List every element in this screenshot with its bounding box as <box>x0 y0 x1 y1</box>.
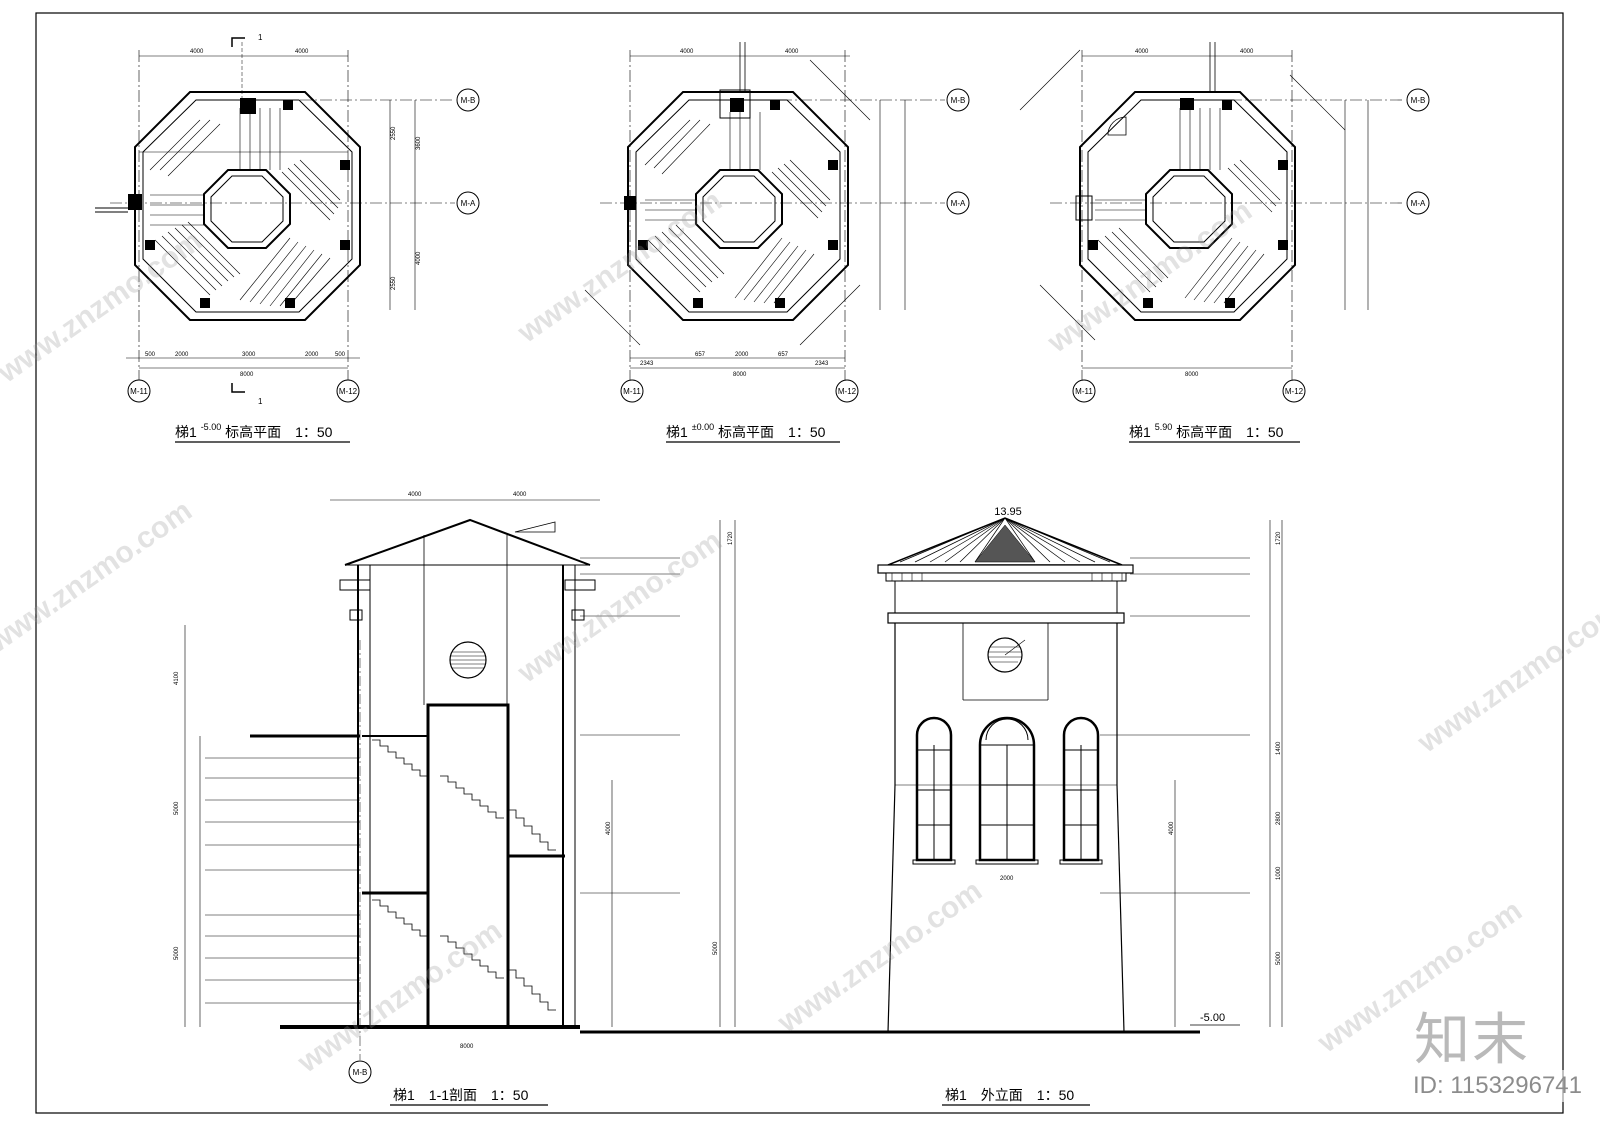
dim-plan1-3600: 3600 <box>416 136 422 150</box>
axis-m12-1: M-12 <box>339 387 358 396</box>
dim-plan1-500b: 500 <box>335 352 346 358</box>
exterior-elevation <box>877 517 1283 1033</box>
svg-text:梯1 外立面 1：50: 梯1 外立面 1：50 <box>945 1087 1074 1103</box>
axis-mb-3: M-B <box>1411 96 1426 105</box>
plan-5-90 <box>1019 42 1430 403</box>
axis-ma-2: M-A <box>951 199 966 208</box>
dim-elev-5000: 5000 <box>1276 951 1282 965</box>
dim-plan2-2343a: 2343 <box>640 361 654 367</box>
dim-plan1-top-left: 4000 <box>190 49 204 55</box>
axis-m12-3: M-12 <box>1285 387 1304 396</box>
dim-elev-1400: 1400 <box>1276 741 1282 755</box>
svg-text:梯1 5.90 标高平面 1：50: 梯1 5.90 标高平面 1：50 <box>1129 422 1284 440</box>
dim-plan1-500a: 500 <box>145 352 156 358</box>
dim-plan3-top-right: 4000 <box>1240 49 1254 55</box>
svg-text:梯1 1-1剖面 1：50: 梯1 1-1剖面 1：50 <box>393 1087 529 1103</box>
plan-title-1: 梯1 -5.00 标高平面 1：50 <box>175 422 350 443</box>
dim-plan1-8000: 8000 <box>240 372 254 378</box>
sheet-border <box>35 12 1564 1114</box>
dim-section-4100: 4100 <box>174 671 180 685</box>
dim-plan1-top-right: 4000 <box>295 49 309 55</box>
dim-plan2-top-left: 4000 <box>680 49 694 55</box>
dim-section-top-left: 4000 <box>408 492 422 498</box>
dim-plan2-8000: 8000 <box>733 372 747 378</box>
axis-mb-section: M-B <box>353 1068 368 1077</box>
dim-section-4000: 4000 <box>606 821 612 835</box>
plan-title-2: 梯1 ±0.00 标高平面 1：50 <box>666 422 840 443</box>
dim-plan2-2000: 2000 <box>735 352 749 358</box>
dim-plan3-top-left: 4000 <box>1135 49 1149 55</box>
dim-elev-4000: 4000 <box>1169 821 1175 835</box>
dim-plan1-3000: 3000 <box>242 352 256 358</box>
section-title: 梯1 1-1剖面 1：50 <box>390 1087 548 1106</box>
axis-m11-1: M-11 <box>130 387 148 396</box>
section-mark-bottom: 1 <box>258 397 263 406</box>
dim-plan2-2343b: 2343 <box>815 361 829 367</box>
axis-m11-2: M-11 <box>623 387 641 396</box>
dim-plan1-4000: 4000 <box>416 251 422 265</box>
dim-section-5000c: 5000 <box>713 941 719 955</box>
dim-plan3-8000: 8000 <box>1185 372 1199 378</box>
dim-section-5000b: 5000 <box>174 946 180 960</box>
dim-section-8000: 8000 <box>460 1044 474 1050</box>
dim-elev-2000: 2000 <box>1000 876 1014 882</box>
dim-section-5000a: 5000 <box>174 801 180 815</box>
elevation-top-level: 13.95 <box>994 506 1022 518</box>
plan-0 <box>584 42 970 403</box>
plan-title-3: 梯1 5.90 标高平面 1：50 <box>1129 422 1300 443</box>
dim-plan1-2550b: 2550 <box>391 276 397 290</box>
axis-ma-3: M-A <box>1411 199 1426 208</box>
dim-plan1-2000b: 2000 <box>305 352 319 358</box>
section-mark-top: 1 <box>258 33 263 42</box>
dim-plan2-657b: 657 <box>778 352 789 358</box>
dim-plan2-top-right: 4000 <box>785 49 799 55</box>
dim-elev-1000: 1000 <box>1276 866 1282 880</box>
axis-ma-1: M-A <box>461 199 476 208</box>
image-id-label: ID: 1153296741 <box>1406 1070 1588 1102</box>
elevation-ground-level: -5.00 <box>1200 1012 1225 1024</box>
axis-mb-1: M-B <box>461 96 476 105</box>
dim-elev-1720: 1720 <box>1276 531 1282 545</box>
dim-section-1720: 1720 <box>728 531 734 545</box>
dim-plan1-2000a: 2000 <box>175 352 189 358</box>
brand-logo: 知末 <box>1414 1008 1530 1073</box>
dim-plan2-657a: 657 <box>695 352 706 358</box>
svg-text:梯1 ±0.00 标高平面 1：50: 梯1 ±0.00 标高平面 1：50 <box>666 422 826 440</box>
dim-elev-2800: 2800 <box>1276 811 1282 825</box>
axis-m12-2: M-12 <box>838 387 857 396</box>
section-1-1 <box>184 499 1200 1084</box>
svg-text:梯1 -5.00 标高平面 1：50: 梯1 -5.00 标高平面 1：50 <box>175 422 333 440</box>
axis-mb-2: M-B <box>951 96 966 105</box>
elevation-title: 梯1 外立面 1：50 <box>942 1087 1090 1106</box>
dim-section-top-right: 4000 <box>513 492 527 498</box>
dim-plan1-2550a: 2550 <box>391 126 397 140</box>
plan-minus-5 <box>95 37 480 403</box>
axis-m11-3: M-11 <box>1075 387 1093 396</box>
